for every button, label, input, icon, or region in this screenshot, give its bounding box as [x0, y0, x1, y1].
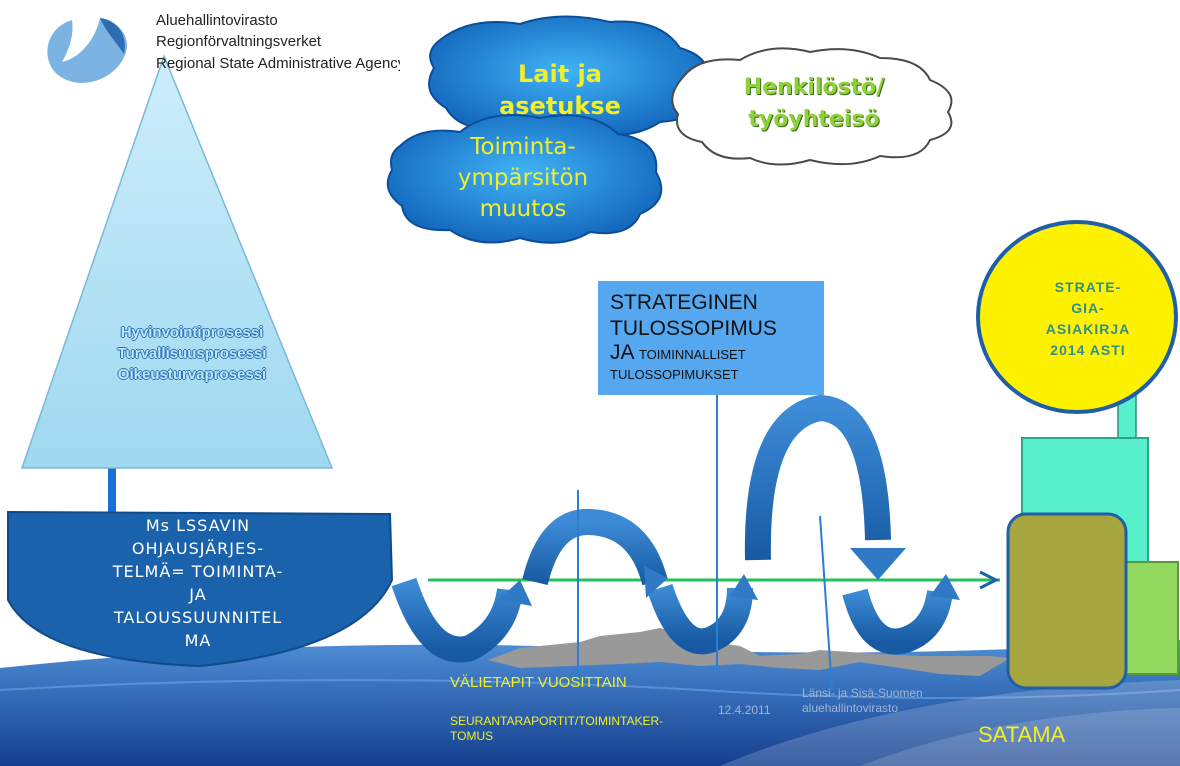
footer-org-line1: Länsi- ja Sisä-Suomen: [802, 686, 923, 700]
harbour-building-olive: [1006, 512, 1128, 690]
cloud-laws: [428, 15, 708, 140]
cloud-laws-text: Lait ja asetukse: [470, 58, 650, 122]
sail-triangle: [20, 53, 334, 469]
ship-label: Ms LSSAVIN OHJAUSJÄRJES- TELMÄ= TOIMINTA…: [10, 514, 386, 652]
rocks-shape: [488, 628, 1010, 676]
cloud-staff: [671, 47, 953, 166]
cloud-laws-line1: Lait ja: [518, 60, 602, 88]
ship-line-5: TALOUSSUUNNITEL: [113, 608, 283, 627]
agreement-box: [598, 281, 824, 395]
mast: [108, 460, 116, 520]
logo-mark: [47, 18, 128, 83]
cloud-staff-line1: Henkilöstö/: [743, 75, 885, 100]
logo-text-sv: Regionförvaltningsverket: [156, 33, 322, 50]
reports-label-line2: TOMUS: [450, 729, 494, 743]
sea: [0, 640, 1180, 766]
ship-line-6: MA: [184, 631, 212, 650]
cloud-laws-line2: asetukse: [499, 92, 621, 120]
logo-text-fi: Aluehallintovirasto: [156, 12, 278, 29]
milestone-line-3: [819, 515, 833, 691]
cloud-environment-line1: Toiminta-: [470, 134, 576, 160]
agreement-line3: JA TOIMINNALLISET: [610, 342, 820, 366]
triangle-process-list: Hyvinvointiprosessi Turvallisuusprosessi…: [82, 322, 302, 385]
wave-arrowheads: [498, 548, 960, 606]
agreement-line1: STRATEGINEN: [610, 291, 758, 314]
reports-label: SEURANTARAPORTIT/TOIMINTAKER- TOMUS: [450, 714, 663, 744]
footer-organisation: Länsi- ja Sisä-Suomen aluehallintovirast…: [802, 686, 923, 716]
agreement-box-text: STRATEGINEN TULOSSOPIMUS JA TOIMINNALLIS…: [610, 290, 820, 384]
reports-label-line1: SEURANTARAPORTIT/TOIMINTAKER-: [450, 714, 664, 728]
strategy-sun: [976, 220, 1178, 414]
agreement-line4: TULOSSOPIMUKSET: [610, 367, 739, 382]
ship-line-2: OHJAUSJÄRJES-: [131, 539, 265, 558]
cloud-staff-line2: työyhteisö: [748, 107, 880, 132]
milestones-label: VÄLIETAPIT VUOSITTAIN: [450, 674, 627, 691]
harbour-label: SATAMA: [978, 722, 1066, 747]
wave-arcs: [391, 394, 953, 663]
timeline-arrowhead: [979, 570, 1000, 590]
strategy-sun-text: STRATE- GIA- ASIAKIRJA 2014 ASTI: [1018, 277, 1158, 361]
cloud-environment-text: Toiminta- ympärsitön muutos: [418, 132, 628, 225]
agreement-line3-small: TOIMINNALLISET: [638, 347, 746, 362]
cloud-staff-text: Henkilöstö/ työyhteisö: [694, 72, 934, 136]
agreement-line3-big: JA: [610, 341, 635, 364]
cloud-environment-line3: muutos: [479, 196, 567, 222]
footer-date: 12.4.2011: [718, 703, 771, 717]
ship-line-1: Ms LSSAVIN: [145, 516, 251, 535]
footer-org-line2: aluehallintovirasto: [802, 701, 899, 715]
sun-line-3: ASIAKIRJA: [1045, 321, 1131, 337]
process-safety: Turvallisuusprosessi: [117, 345, 267, 362]
ship-hull: [7, 510, 394, 668]
cloud-environment-line2: ympärsitön: [457, 165, 589, 191]
process-legal-protection: Oikeusturvaprosessi: [117, 366, 267, 383]
sun-line-1: STRATE-: [1054, 279, 1122, 295]
sun-line-2: GIA-: [1071, 300, 1105, 316]
logo-text-en: Regional State Administrative Agency: [156, 55, 400, 72]
process-wellbeing: Hyvinvointiprosessi: [120, 324, 264, 341]
ship-line-4: JA: [189, 585, 207, 604]
ship-line-3: TELMÄ= TOIMINTA-: [112, 562, 284, 581]
sun-line-4: 2014 ASTI: [1050, 342, 1126, 358]
agreement-line2: TULOSSOPIMUS: [610, 317, 777, 340]
cloud-environment: [386, 114, 663, 244]
